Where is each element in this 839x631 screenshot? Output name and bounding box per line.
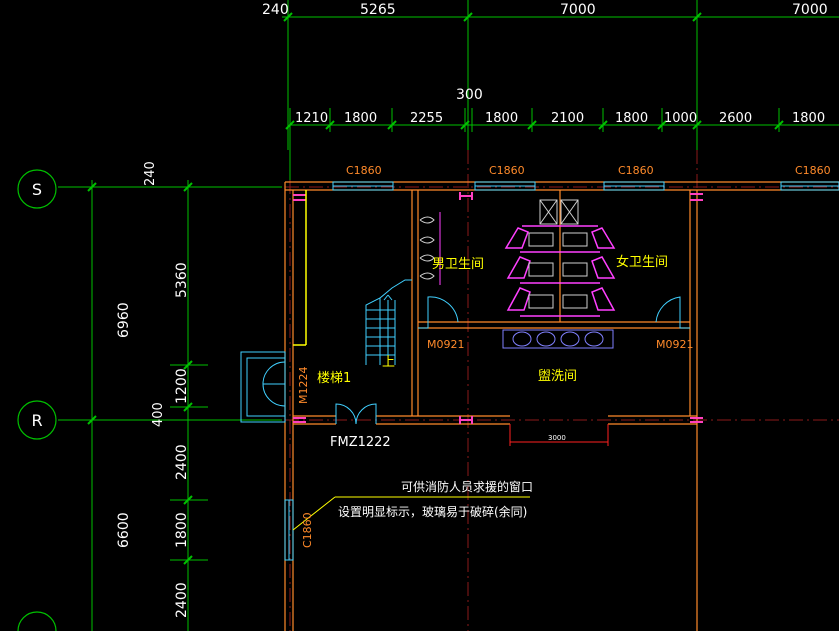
wall-stubs [293,192,703,424]
window-label-4: C1860 [795,164,831,177]
svg-text:R: R [31,411,42,430]
walls [284,181,839,631]
wash-basin-counter [502,329,614,349]
window-label-2: C1860 [489,164,525,177]
dim-left-6600: 6600 [116,512,132,548]
stair [293,190,412,365]
window-label-3: C1860 [618,164,654,177]
doors [335,296,690,425]
sub-dim-3: 2255 [410,111,443,126]
sub-dim-8: 2600 [719,111,752,126]
window-label-1: C1860 [346,164,382,177]
room-labels: 男卫生间 女卫生间 盥洗间 楼梯1 上 [317,254,668,386]
dim-left-5360: 5360 [174,262,190,298]
note-leader [292,496,530,531]
sub-dim-6: 1800 [615,111,648,126]
dim-left-1200: 1200 [174,368,190,404]
dim-top-5265: 5265 [360,2,396,18]
dim-left-400: 400 [151,402,166,427]
sub-dimension-labels: 1210 1800 2255 1800 2100 1800 1000 2600 … [295,111,825,126]
left-dimension-labels: 6960 400 6600 240 5360 1200 2400 1800 24… [116,161,190,618]
stair-up-label: 上 [382,355,395,370]
fire-rescue-note: 可供消防人员求援的窗口 设置明显标示，玻璃易于破碎(余同) [338,479,533,519]
window-labels: C1860 C1860 C1860 C1860 C1860 [301,164,831,548]
room-washroom: 盥洗间 [538,369,577,384]
sub-dim-9: 1800 [792,111,825,126]
note-line-2: 设置明显标示，玻璃易于破碎(余同) [338,504,527,519]
door-m0921-left: M0921 [427,338,465,351]
dim-offset-300: 300 [456,87,483,103]
door-m0921-right: M0921 [656,338,694,351]
door-fmz1222: FMZ1222 [330,435,391,450]
washroom-dimension [509,424,609,446]
axis-bubble-s: S [17,169,57,209]
sub-dim-4: 1800 [485,111,518,126]
dim-left-240: 240 [143,161,158,186]
svg-text:S: S [32,180,42,199]
dim-left-2400-a: 2400 [174,444,190,480]
dim-left-2400-b: 2400 [174,582,190,618]
room-mens-toilet: 男卫生间 [432,257,484,272]
axis-bubble-partial [17,611,57,631]
side-window-label: C1860 [301,512,314,548]
room-womens-toilet: 女卫生间 [616,254,668,270]
room-stair: 楼梯1 [317,371,351,386]
washroom-dim-3000: 3000 [548,434,566,442]
note-line-1: 可供消防人员求援的窗口 [401,479,533,494]
dim-top-7000-a: 7000 [560,2,596,18]
dimension-ticks [87,12,784,565]
door-labels: M0921 M0921 M1224 FMZ1222 [297,338,694,450]
entry-canopy [240,351,286,423]
dim-left-6960: 6960 [116,302,132,338]
dim-top-7000-b: 7000 [792,2,828,18]
sub-dim-7: 1000 [664,111,697,126]
dim-top-240: 240 [262,2,289,18]
toilet-fixtures [419,199,616,317]
windows [284,181,839,561]
top-dimension-labels: 240 5265 7000 7000 300 [262,2,828,103]
dim-left-1800: 1800 [174,512,190,548]
sub-dim-2: 1800 [344,111,377,126]
door-m1224: M1224 [297,367,310,405]
axis-bubble-r: R [17,400,57,440]
sub-dim-1: 1210 [295,111,328,126]
sub-dim-5: 2100 [551,111,584,126]
